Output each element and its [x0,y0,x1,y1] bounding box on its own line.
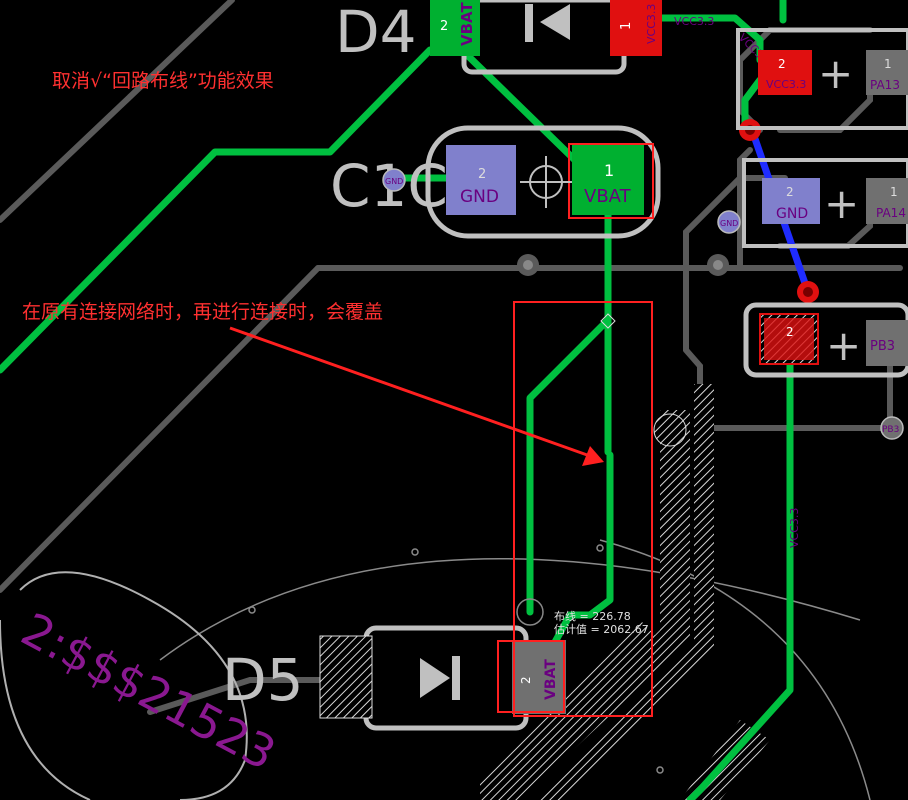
c1x-gnd-via [382,168,406,192]
estimated-length-readout: 估计值 = 2062.67 [554,623,649,636]
d5-component[interactable]: D5 2 VBAT [222,625,566,731]
d4-pad1-number: 1 [619,22,634,30]
crosshair-icon [520,156,572,208]
d4-pad1-net: VCC3.3 [645,4,658,44]
plus-icon: + [826,321,861,370]
pa13-pad2-number: 2 [778,57,786,71]
c1x-pad-2[interactable] [446,145,516,215]
silk-arcs [159,539,871,800]
pa13-component[interactable]: 2 VCC3.3 + 1 PA13 [736,28,908,130]
pa14-component[interactable]: 2 GND + 1 PA14 GND [717,158,908,248]
routed-length-readout: 布线 = 226.78 [554,610,631,623]
diode-icon [540,4,570,40]
diode-icon [420,658,450,698]
pb3-component[interactable]: 2 + PB3 PB3 [743,302,908,440]
d4-component[interactable]: D4 2 VBAT 1 VCC3.3 VCC3.3 VCC3.3 [335,0,774,75]
pa13-pad-1[interactable] [866,50,908,95]
d5-pad2-number: 2 [519,676,533,684]
d5-pad2-net: VBAT [543,659,559,700]
pa14-pad2-number: 2 [786,185,794,199]
hatched-tracks [480,384,770,800]
pb3-pad1-net: PB3 [870,339,895,354]
pb3-via-label: PB3 [882,425,899,435]
top-layer-traces [0,0,794,800]
vcc-trace-label-vertical: VCC3.3 [788,508,801,548]
c1x-pad-1[interactable] [572,145,644,215]
d4-pad-2[interactable] [430,0,480,56]
d4-pad2-number: 2 [440,19,448,34]
pa14-pad2-net: GND [776,206,808,222]
c1x-pad1-net: VBAT [584,186,632,207]
pa14-pad1-net: PA14 [876,206,906,220]
d4-pad-1[interactable] [610,0,662,56]
vias [516,119,819,626]
routing-highlight-box [513,301,653,717]
c1x-gnd-via-label: GND [385,177,403,186]
pa13-pad-2[interactable] [758,50,812,95]
d4-designator: D4 [335,0,417,66]
pb3-pad-1[interactable] [866,320,908,366]
d4-pad2-net: VBAT [458,2,476,46]
pa14-pad1-number: 1 [890,185,898,199]
c1x-pad2-net: GND [460,187,499,207]
pa13-pad2-net: VCC3.3 [766,78,806,91]
pa13-pad1-number: 1 [884,57,892,71]
c1x-pad1-number: 1 [604,161,614,180]
junction-marker [600,313,616,329]
title-annotation: 取消√“回路布线”功能效果 [52,70,274,92]
pa14-pad-1[interactable] [866,178,908,224]
d5-silk-oval [0,571,248,800]
c1x-pad2-number: 2 [478,167,486,182]
d5-pad-1[interactable] [319,635,373,719]
pb3-via [880,416,904,440]
vcc-trace-label-top: VCC3.3 [674,15,714,28]
overlap-annotation: 在原有连接网络时，再进行连接时，会覆盖 [22,301,384,323]
annotation-arrow [229,326,604,466]
pa14-gnd-via [717,210,741,234]
d5-designator: D5 [222,646,304,714]
pa13-pad1-net: PA13 [870,78,900,92]
pa14-pad-2[interactable] [762,178,820,224]
plus-icon: + [824,179,859,228]
d5-pad2-highlight [497,640,565,713]
pa14-gnd-via-label: GND [720,219,738,228]
pb3-pad2-number: 2 [786,325,794,339]
c1x-component[interactable]: C1C 2 GND 1 VBAT GND [330,125,661,239]
plus-icon: + [818,49,853,98]
d5-pad-2[interactable] [512,640,566,714]
